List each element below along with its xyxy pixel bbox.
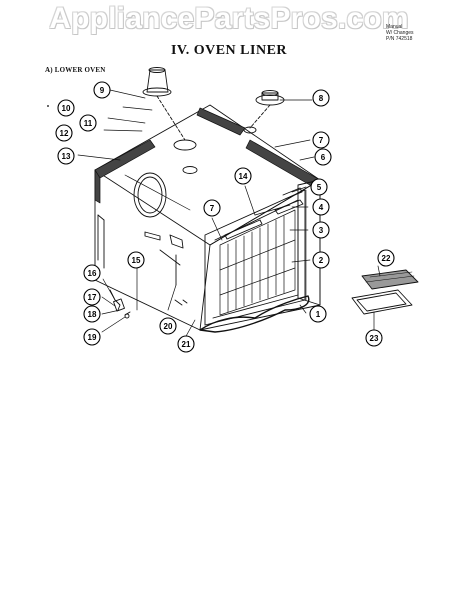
callout-number: 1 (316, 310, 321, 319)
callout-15: 15 (127, 251, 145, 269)
top-vent (142, 67, 186, 141)
front-frame (297, 179, 321, 306)
callout-number: 22 (382, 254, 391, 263)
callout-23: 23 (365, 329, 383, 347)
side-vent (124, 172, 191, 241)
callout-number: 14 (239, 172, 248, 181)
callout-number: 6 (321, 153, 326, 162)
callout-21: 21 (177, 335, 195, 353)
callout-number: 2 (319, 256, 324, 265)
callout-7b: 7 (203, 199, 221, 217)
stray-mark (47, 105, 49, 107)
callout-19: 19 (83, 328, 101, 346)
callout-2: 2 (312, 251, 330, 269)
watermark-text: AppliancePartsPros.com (49, 2, 409, 35)
callout-number: 10 (62, 104, 71, 113)
callout-number: 7 (210, 204, 215, 213)
callout-1: 1 (309, 305, 327, 323)
section-subtitle: A) LOWER OVEN (45, 66, 106, 74)
callout-17: 17 (83, 288, 101, 306)
leader-lines (77, 89, 381, 339)
callout-number: 13 (62, 152, 71, 161)
oven-body (94, 104, 321, 331)
document-meta: Manual W/ Changes P/N 742518 (386, 24, 414, 42)
callout-number: 19 (88, 333, 97, 342)
callout-5: 5 (310, 178, 328, 196)
callout-number: 4 (319, 203, 324, 212)
callout-number: 3 (319, 226, 324, 235)
top-openings (173, 126, 257, 174)
callouts: 1 2 3 4 5 6 7 7 8 9 10 11 12 13 14 15 16… (55, 81, 395, 353)
meta-line-2: W/ Changes (386, 30, 414, 36)
callout-10: 10 (57, 99, 75, 117)
callout-number: 15 (132, 256, 141, 265)
callout-number: 18 (88, 310, 97, 319)
callout-number: 17 (88, 293, 97, 302)
callout-13: 13 (57, 147, 75, 165)
callout-6: 6 (314, 148, 332, 166)
callout-22: 22 (377, 249, 395, 267)
callout-4: 4 (312, 198, 330, 216)
callout-number: 7 (319, 136, 324, 145)
oven-rack (219, 209, 296, 316)
meta-line-3: P/N 742518 (386, 36, 413, 42)
callout-20: 20 (159, 317, 177, 335)
callout-16: 16 (83, 264, 101, 282)
callout-12: 12 (55, 124, 73, 142)
broiler-pan (351, 289, 413, 315)
vent-cap (249, 90, 285, 129)
callout-number: 9 (100, 86, 105, 95)
callout-number: 21 (182, 340, 191, 349)
callout-9: 9 (93, 81, 111, 99)
bake-element (199, 295, 310, 333)
callout-18: 18 (83, 305, 101, 323)
callout-number: 8 (319, 94, 324, 103)
callout-number: 12 (60, 129, 69, 138)
callout-3: 3 (312, 221, 330, 239)
insulation-blanket (94, 107, 321, 204)
callout-7a: 7 (312, 131, 330, 149)
bracket-assembly (97, 214, 184, 319)
callout-number: 11 (84, 119, 93, 128)
broiler-grid (361, 269, 419, 290)
callout-11: 11 (79, 114, 97, 132)
callout-14: 14 (234, 167, 252, 185)
bottom-trim (174, 299, 188, 306)
callout-number: 20 (164, 322, 173, 331)
shelf-supports (224, 187, 304, 240)
meta-line-1: Manual (386, 24, 403, 30)
page-title: IV. OVEN LINER (170, 43, 288, 58)
callout-number: 5 (317, 183, 322, 192)
callout-8: 8 (312, 89, 330, 107)
callout-number: 16 (88, 269, 97, 278)
callout-number: 23 (370, 334, 379, 343)
